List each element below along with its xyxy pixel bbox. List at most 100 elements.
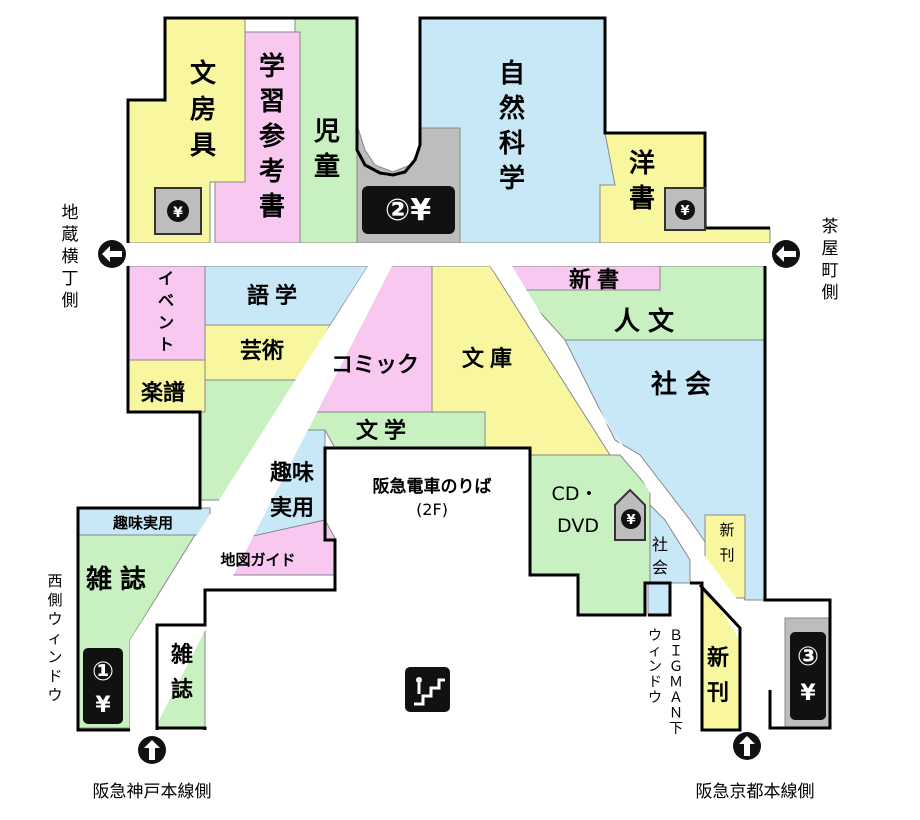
label-cd: CD・ [552, 483, 599, 505]
arrow-up-icon[interactable] [138, 736, 166, 764]
label-shumi-2: 実用 [270, 495, 314, 521]
aisle-diagonal-left [130, 266, 392, 728]
yen-symbol: ¥ [173, 205, 183, 221]
label-west-window-3: ウ [47, 610, 62, 628]
label-event-2: ベ [158, 291, 174, 310]
arrow-left-icon[interactable] [772, 240, 800, 268]
label-bunbougu-3: 具 [190, 131, 216, 161]
register-1-number: ① [92, 657, 114, 687]
label-shizen-4: 学 [499, 163, 525, 194]
label-bungaku: 文学 [356, 418, 412, 444]
register-1-yen: ¥ [95, 693, 111, 718]
label-bunbougu-2: 房 [190, 95, 216, 125]
label-shinkan-large-2: 刊 [707, 681, 729, 706]
arrow-up-icon[interactable] [733, 732, 761, 760]
register-1[interactable]: ① ¥ [83, 648, 123, 724]
label-west-window-2: 側 [47, 591, 62, 609]
label-shinkan-small-2: 刊 [719, 546, 734, 564]
bigman-b-char: ド [648, 675, 662, 691]
label-shizen-1: 自 [499, 58, 525, 89]
label-zasshi-bottom-1: 雑 [170, 642, 193, 668]
label-right-side-2: 屋 [822, 239, 839, 259]
label-right-side-3: 町 [822, 261, 839, 281]
label-jinbun: 人文 [614, 306, 682, 337]
label-left-side-2: 蔵 [62, 225, 79, 245]
label-jidou-1: 児 [314, 117, 340, 147]
label-event-4: ト [158, 335, 174, 354]
label-yousho-2: 書 [629, 184, 655, 214]
floor-outline-top [126, 16, 770, 243]
register-3-number: ③ [797, 642, 819, 672]
bigman-b-char: ィ [648, 644, 662, 660]
label-right-side-1: 茶 [822, 217, 839, 237]
label-shinkan-small-1: 新 [719, 521, 734, 539]
label-station-floor: (2F) [416, 500, 448, 519]
yen-symbol: ¥ [626, 513, 635, 528]
bigman-a-char: Ｇ [669, 659, 683, 675]
register-3[interactable]: ③ ¥ [790, 632, 826, 720]
label-west-window-1: 西 [47, 572, 62, 590]
label-shizen-2: 然 [499, 93, 525, 124]
label-west-window-7: ウ [47, 686, 62, 704]
label-right-side-4: 側 [822, 283, 839, 303]
label-gakushu-2: 習 [259, 87, 285, 117]
register-2-label: ②¥ [385, 193, 431, 228]
label-gakushu-1: 学 [259, 51, 285, 82]
label-station: 阪急電車のりば [373, 476, 492, 497]
floor-outline-inner [155, 446, 672, 730]
register-small-topleft[interactable]: ¥ [154, 187, 202, 235]
yen-symbol: ¥ [680, 204, 689, 219]
bigman-a-char: 下 [669, 721, 683, 737]
bigman-a-char: Ｎ [669, 706, 683, 722]
label-shakai: 社会 [651, 369, 719, 400]
label-kobe-line: 阪急神戸本線側 [93, 782, 212, 802]
label-gakushu-4: 考 [259, 157, 285, 187]
floor-outline-right-b [690, 581, 742, 732]
bigman-b-char: ウ [648, 628, 662, 644]
label-comic: コミック [331, 353, 419, 378]
bigman-a-char: Ｍ [669, 675, 683, 691]
bigman-a-char: Ａ [669, 690, 683, 706]
label-left-side-1: 地 [62, 203, 79, 223]
register-small-cd[interactable]: ¥ [614, 488, 646, 541]
label-left-side-4: 丁 [62, 269, 79, 289]
label-chizu-guide: 地図ガイド [220, 551, 295, 569]
label-west-window-5: ン [47, 648, 62, 666]
label-west-window-6: ド [47, 667, 62, 685]
label-bunko: 文庫 [462, 346, 518, 372]
bigman-b-char: ウ [648, 690, 662, 706]
label-dvd: DVD [557, 515, 599, 537]
register-small-yousho[interactable]: ¥ [664, 187, 706, 231]
label-gogaku: 語学 [247, 283, 303, 309]
label-west-window-4: ィ [47, 629, 62, 647]
label-left-side-5: 側 [62, 291, 79, 311]
aisle-horizontal [120, 243, 780, 266]
label-zasshi-bottom-2: 誌 [171, 677, 193, 703]
label-gakushu-5: 書 [259, 192, 285, 222]
label-geijutsu: 芸術 [240, 338, 284, 364]
label-bunbougu-1: 文 [190, 58, 217, 89]
label-gakufu: 楽譜 [141, 380, 185, 406]
stairs-icon[interactable] [405, 667, 450, 712]
register-3-yen: ¥ [800, 681, 816, 706]
label-left-side-3: 横 [62, 247, 79, 267]
label-event-3: ン [158, 313, 174, 332]
label-shinsho: 新書 [569, 267, 625, 293]
label-yousho-1: 洋 [629, 148, 655, 179]
register-2[interactable]: ②¥ [362, 186, 455, 234]
label-shinkan-large-1: 新 [707, 645, 729, 671]
register-icon [621, 509, 641, 529]
label-shakai-small-1: 社 [652, 535, 668, 554]
label-shumi-small: 趣味実用 [112, 514, 173, 532]
bigman-a-char: Ｂ [669, 628, 683, 644]
label-jidou-2: 童 [314, 151, 340, 182]
label-kyoto-line: 阪急京都本線側 [696, 782, 815, 802]
floor-outline-right-c [763, 266, 832, 730]
register-icon [675, 200, 695, 220]
label-shakai-small-2: 会 [652, 558, 668, 577]
label-gakushu-3: 参 [259, 121, 285, 152]
arrow-left-icon[interactable] [98, 240, 126, 268]
